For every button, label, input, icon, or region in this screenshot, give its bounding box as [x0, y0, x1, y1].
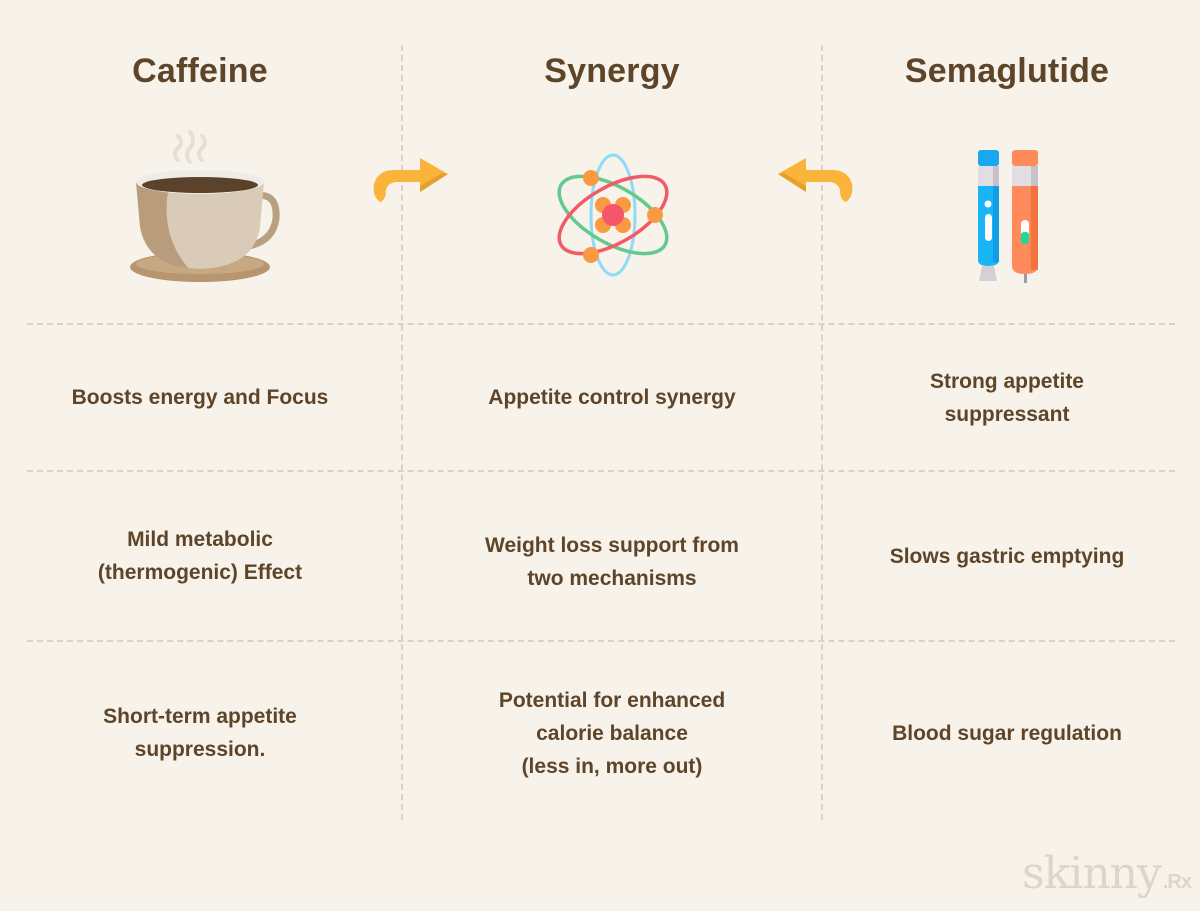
- cell-text-line: (less in, more out): [521, 754, 703, 778]
- cell-text-line: Slows gastric emptying: [889, 544, 1125, 568]
- cell-caffeine-benefit-3: Short-term appetite suppression.: [20, 642, 380, 824]
- cell-text-line: Appetite control synergy: [488, 386, 736, 409]
- column-title-semaglutide: Semaglutide: [904, 52, 1110, 90]
- atom-icon: [557, 153, 669, 277]
- cell-text-line: two mechanisms: [527, 567, 697, 590]
- column-title-caffeine: Caffeine: [132, 52, 268, 90]
- cell-text-line: suppression.: [134, 738, 266, 761]
- cell-caffeine-benefit-2: Mild metabolic (thermogenic) Effect: [20, 472, 380, 640]
- brand-logo-suffix: .Rx: [1162, 871, 1192, 893]
- brand-logo-name: skinny: [1022, 848, 1162, 899]
- cell-text-line: Boosts energy and Focus: [71, 386, 329, 409]
- cell-semaglutide-benefit-2: Slows gastric emptying: [827, 472, 1187, 640]
- cell-text-line: calorie balance: [536, 721, 688, 745]
- cell-text-line: Short-term appetite: [103, 705, 297, 728]
- cell-text-line: Potential for enhanced: [498, 688, 726, 712]
- row-divider-3: [27, 640, 1175, 642]
- cell-synergy-benefit-2: Weight loss support from two mechanisms: [432, 478, 792, 646]
- column-title-synergy: Synergy: [544, 52, 680, 90]
- cell-text-line: (thermogenic) Effect: [97, 561, 303, 584]
- cell-semaglutide-benefit-3: Blood sugar regulation: [827, 642, 1187, 824]
- cell-semaglutide-benefit-1: Strong appetite suppressant: [827, 325, 1187, 470]
- row-divider-1: [27, 323, 1175, 325]
- column-divider-1: [401, 45, 403, 820]
- cell-text-line: Strong appetite: [929, 369, 1084, 393]
- coffee-cup-icon: [130, 130, 280, 282]
- arrow-right-icon: [373, 158, 448, 202]
- cell-text-line: suppressant: [944, 402, 1070, 426]
- cell-synergy-benefit-1: Appetite control synergy: [432, 325, 792, 470]
- cell-text-line: Blood sugar regulation: [892, 721, 1122, 745]
- brand-logo: skinny.Rx: [1022, 848, 1192, 899]
- cell-synergy-benefit-3: Potential for enhanced calorie balance (…: [432, 642, 792, 824]
- row-divider-2: [27, 470, 1175, 472]
- cell-text-line: Mild metabolic: [127, 528, 273, 551]
- cell-caffeine-benefit-1: Boosts energy and Focus: [20, 325, 380, 470]
- column-divider-2: [821, 45, 823, 820]
- injection-pen-icon: [978, 150, 1038, 283]
- cell-text-line: Weight loss support from: [485, 534, 739, 557]
- arrow-left-icon: [778, 158, 853, 202]
